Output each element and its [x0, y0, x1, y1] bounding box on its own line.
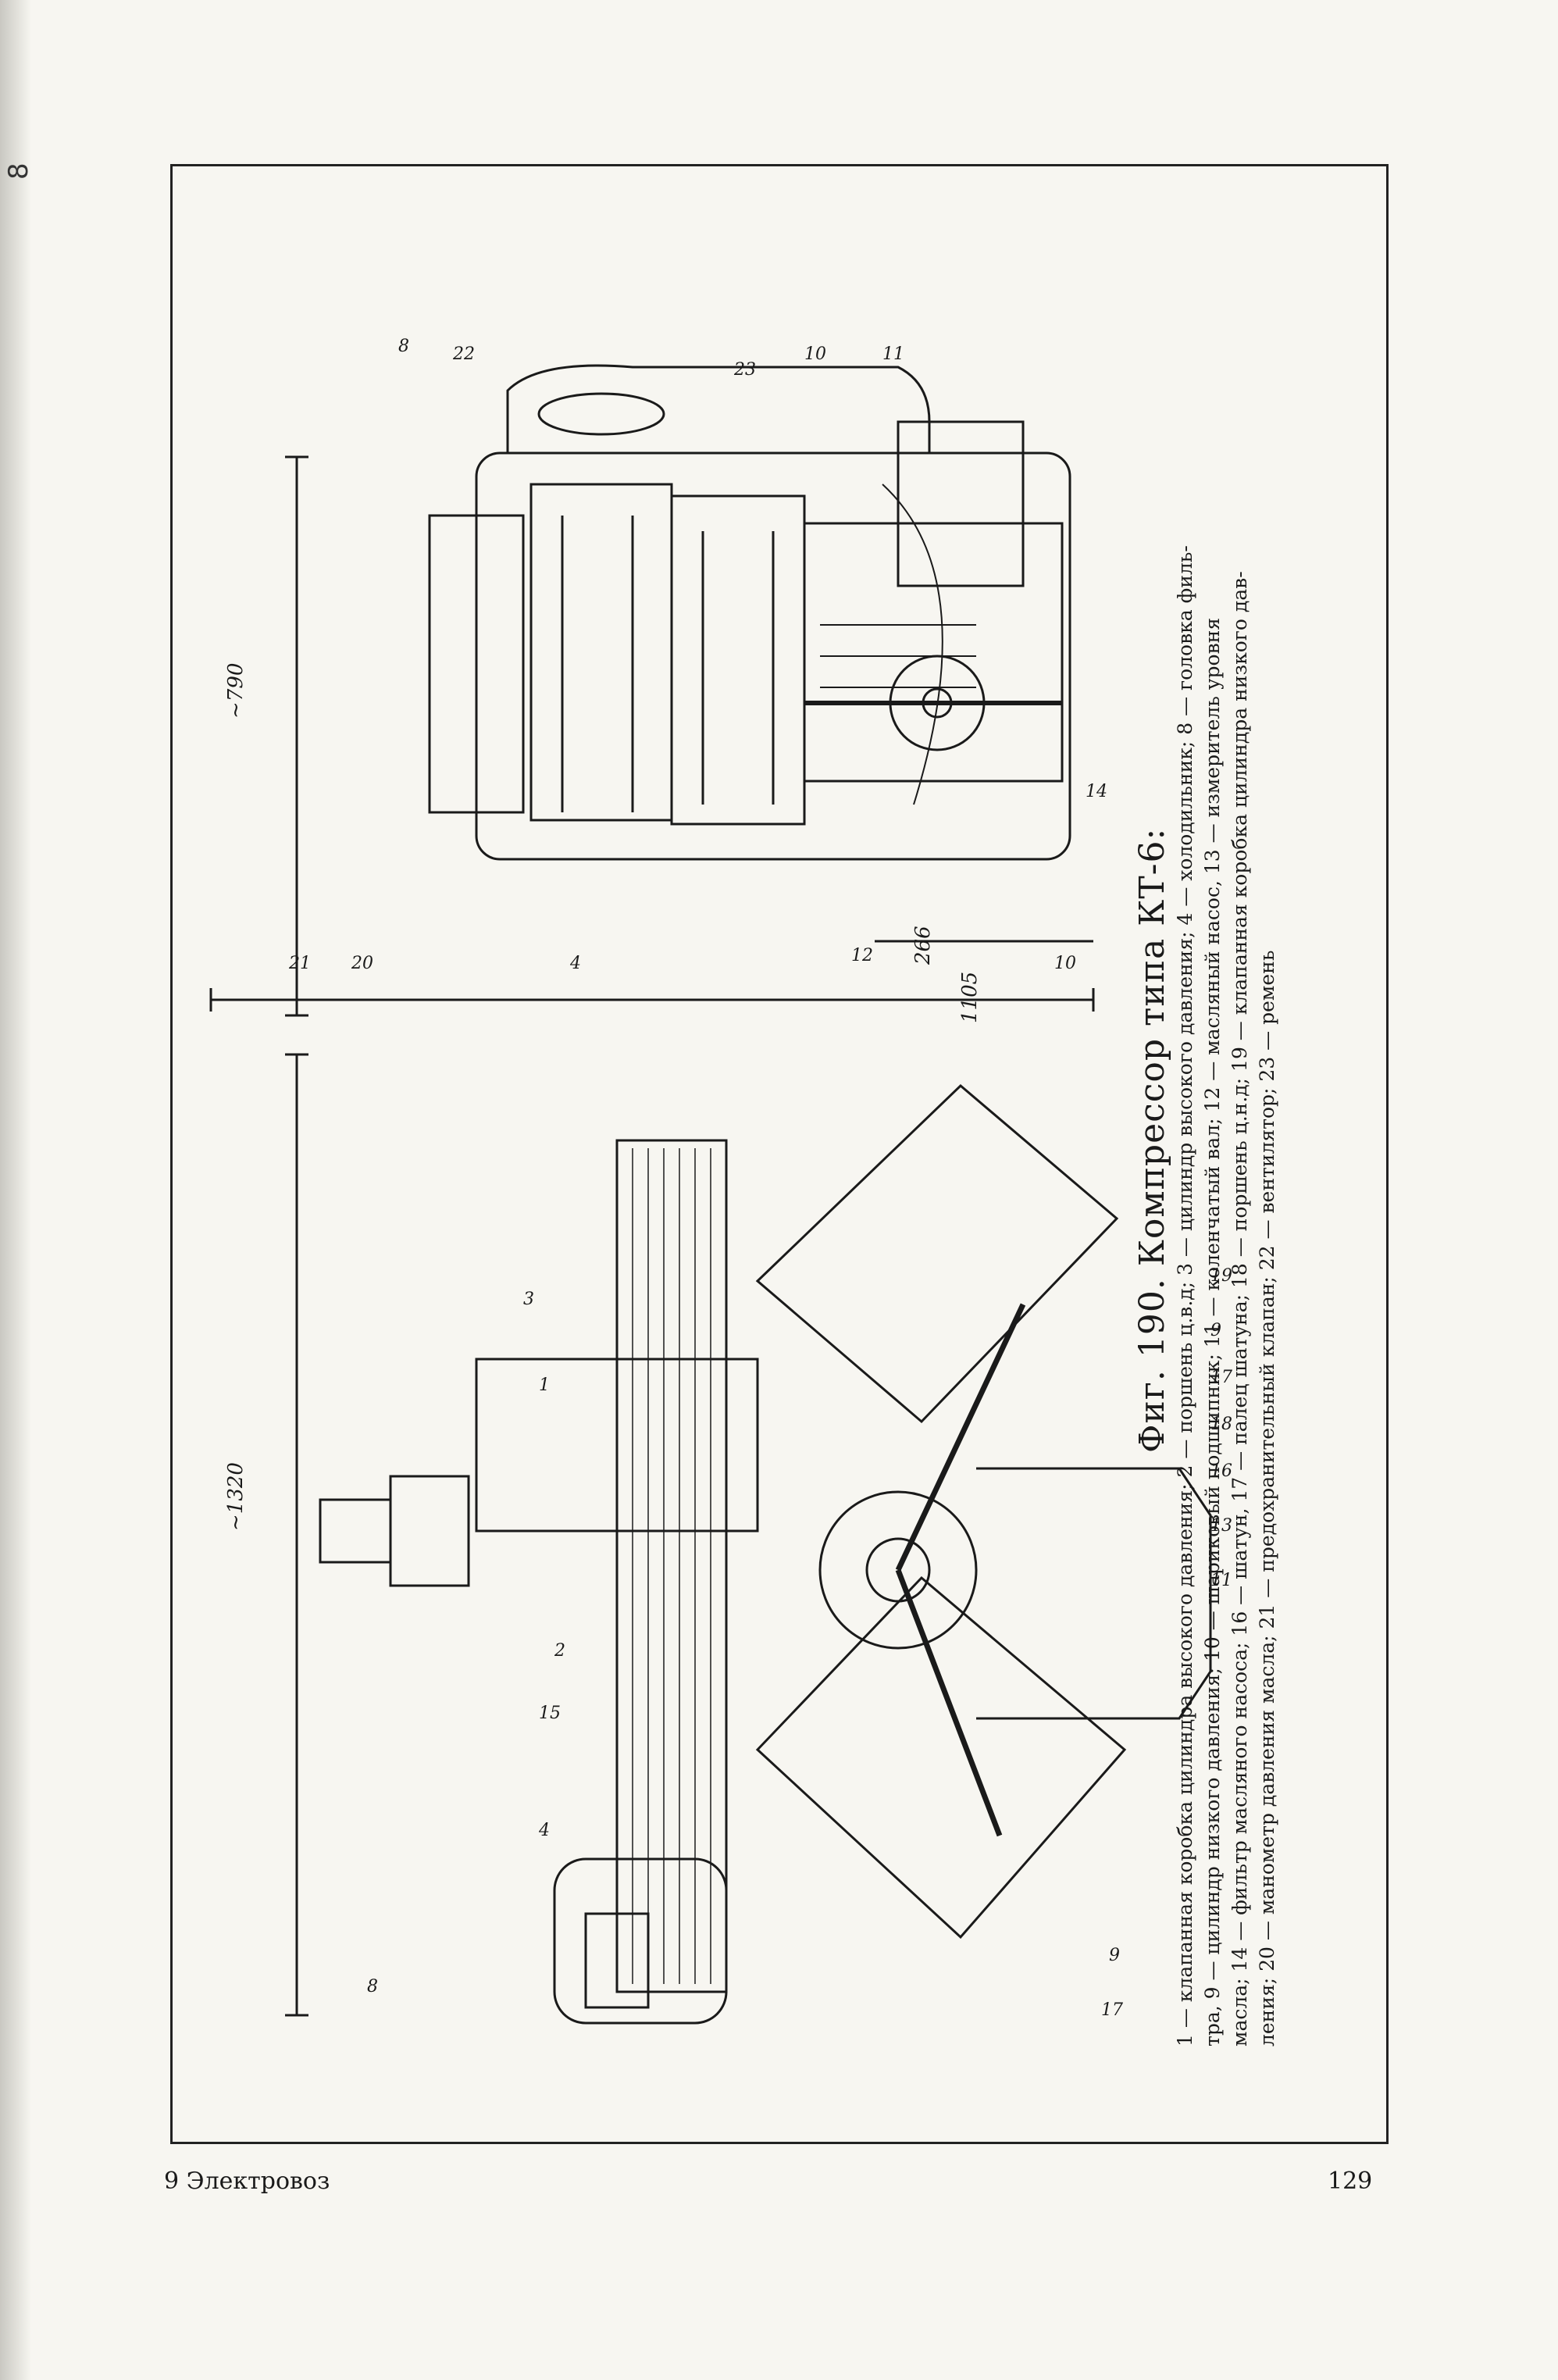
figure-legend-line: масла; 14 — фильтр масляного насоса; 16 … — [1228, 571, 1251, 2046]
part-label: 21 — [288, 954, 311, 973]
right-view-section — [209, 364, 1095, 1017]
part-label: 11 — [1210, 1571, 1232, 1590]
part-label: 19 — [1210, 1266, 1232, 1286]
part-label: 3 — [523, 1290, 534, 1309]
page-number: 129 — [1328, 2168, 1373, 2195]
figure-caption-title: Фиг. 190. Компрессор типа КТ-6: — [1132, 827, 1172, 1453]
part-label: 9 — [1109, 1946, 1120, 1965]
part-label: 12 — [851, 946, 873, 965]
part-label: 2 — [554, 1641, 565, 1661]
figure-frame — [170, 164, 1389, 2144]
part-label: 14 — [1086, 782, 1107, 801]
part-label: 9 — [1210, 1321, 1221, 1340]
dimension-label: ~1320 — [224, 1462, 248, 1531]
part-label: 10 — [804, 344, 826, 364]
part-label: 11 — [882, 344, 904, 364]
figure-legend-line: ления; 20 — манометр давления масла; 21 … — [1256, 950, 1278, 2046]
margin-mark: V–8 — [0, 148, 34, 180]
part-label: 16 — [1210, 1461, 1232, 1481]
part-label: 8 — [398, 337, 409, 356]
left-view-section — [285, 1053, 1212, 2025]
part-label: 15 — [539, 1704, 561, 1723]
scan-edge — [0, 0, 31, 2380]
part-label: 4 — [569, 954, 581, 973]
part-label: 13 — [1210, 1516, 1232, 1536]
part-label: 17 — [1101, 2000, 1123, 2020]
figure-legend-line: тра, 9 — цилиндр низкого давления; 10 — … — [1201, 617, 1224, 2046]
running-footer: 9 Электровоз — [164, 2168, 330, 2195]
dimension-label: 266 — [911, 926, 935, 965]
part-label: 23 — [733, 360, 756, 380]
figure-legend-line: 1 — клапанная коробка цилиндра высокого … — [1174, 545, 1196, 2046]
part-label: 22 — [452, 344, 475, 364]
dimension-label: ~790 — [224, 663, 248, 719]
part-label: 18 — [1210, 1415, 1232, 1434]
dimension-label: 1105 — [958, 972, 982, 1023]
part-label: 20 — [351, 954, 373, 973]
part-label: 17 — [1210, 1368, 1232, 1387]
part-label: 1 — [539, 1376, 550, 1395]
part-label: 8 — [367, 1977, 378, 1996]
part-label: 4 — [538, 1821, 550, 1840]
part-label: 10 — [1054, 954, 1076, 973]
compressor-drawing: ~790 1105 266 ~1320 8 22 23 10 11 21 20 … — [209, 337, 1232, 2025]
